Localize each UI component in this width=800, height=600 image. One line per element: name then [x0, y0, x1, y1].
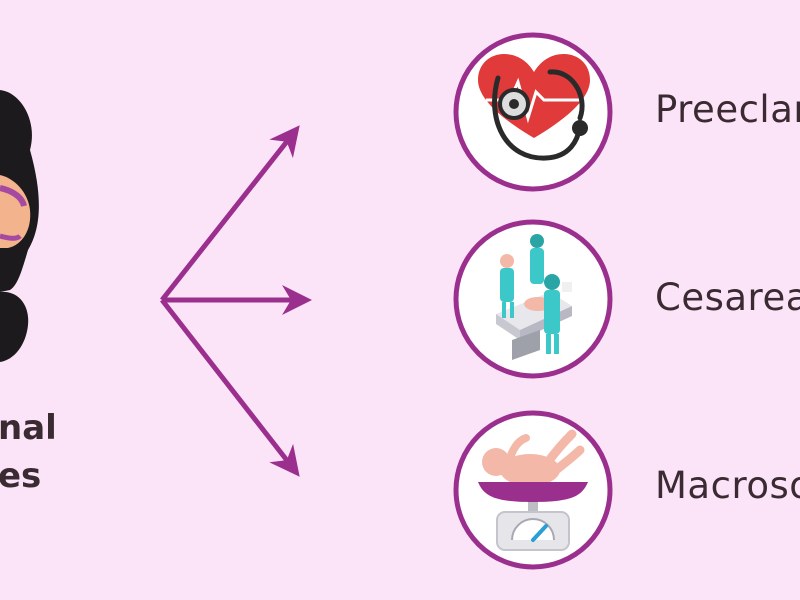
arrow-group [160, 125, 312, 477]
surgery-team-icon [496, 234, 572, 360]
heart-stethoscope-icon [478, 54, 592, 161]
baby-scale-icon [478, 429, 588, 551]
outcome-circle-preeclampsia [453, 32, 613, 192]
arrow-to-macrosomia [160, 298, 300, 477]
arrow-to-preeclampsia [160, 125, 300, 302]
source-label-line2: es [0, 456, 42, 496]
source-label-line1: nal [0, 408, 57, 448]
outcome-label-macrosomia: Macroso [655, 464, 800, 507]
outcome-circle-macrosomia [453, 410, 613, 570]
outcome-circle-cesarean [453, 219, 613, 379]
outcome-label-preeclampsia: Preeclam [655, 88, 800, 131]
outcome-label-cesarean: Cesarean [655, 276, 800, 319]
pregnant-woman-illustration [0, 90, 39, 362]
